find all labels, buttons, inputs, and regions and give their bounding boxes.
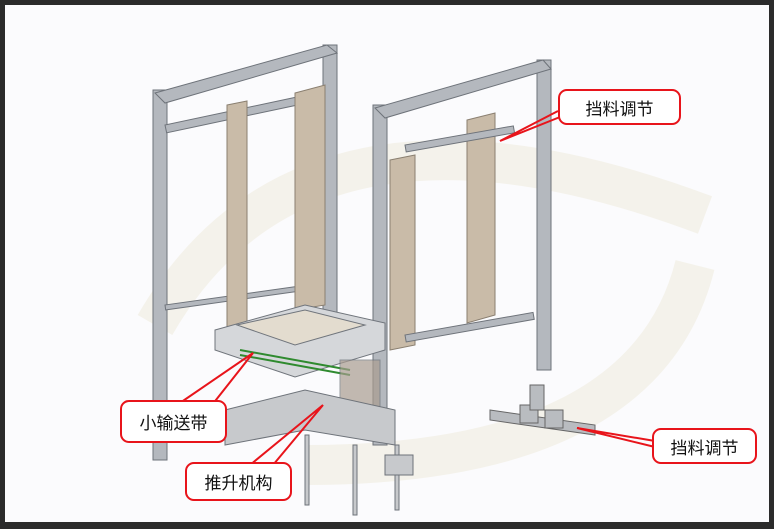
callout-leaders	[176, 110, 656, 466]
cad-diagram-canvas: 挡料调节 挡料调节 小输送带 推升机构	[5, 5, 769, 522]
lift-mechanism	[224, 359, 414, 516]
callout-lift: 推升机构	[185, 462, 292, 501]
small-conveyor	[239, 349, 351, 376]
callout-conveyor: 小输送带	[120, 400, 227, 443]
machine-drawing	[137, 44, 715, 516]
bottom-rail	[489, 384, 596, 436]
callout-bottom-right: 挡料调节	[652, 428, 757, 464]
guide-plates	[226, 84, 496, 351]
callout-top-right: 挡料调节	[558, 89, 681, 125]
